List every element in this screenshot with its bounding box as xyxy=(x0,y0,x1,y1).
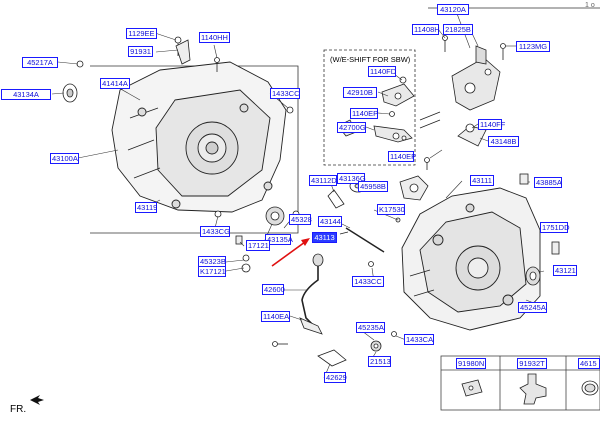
callout-1433CG[interactable]: 1433CG xyxy=(200,226,230,237)
callout-43135A[interactable]: 43135A xyxy=(265,234,293,245)
left-seals xyxy=(62,36,300,273)
callout-43119[interactable]: 43119 xyxy=(135,202,158,213)
callout-1433CC-upper[interactable]: 1433CC xyxy=(270,88,300,99)
callout-42910B[interactable]: 42910B xyxy=(343,87,377,98)
red-indicator-arrow xyxy=(271,238,310,267)
callout-1433CA[interactable]: 1433CA xyxy=(404,334,434,345)
callout-43113-highlighted[interactable]: 43113 xyxy=(312,232,337,243)
callout-91980N[interactable]: 91980N xyxy=(456,358,486,369)
callout-1129EE[interactable]: 1129EE xyxy=(126,28,157,39)
callout-11408H[interactable]: 11408H xyxy=(412,24,440,35)
inset-parts xyxy=(337,76,415,143)
callout-43885A[interactable]: 43885A xyxy=(534,177,562,188)
callout-42700G[interactable]: 42700G xyxy=(337,122,366,133)
inset-title: (W/E-SHIFT FOR SBW) xyxy=(330,55,411,64)
callout-43120A[interactable]: 43120A xyxy=(437,4,469,15)
callout-1140HH[interactable]: 1140HH xyxy=(199,32,230,43)
callout-21513[interactable]: 21513 xyxy=(368,356,391,367)
callout-43136G[interactable]: 43136G xyxy=(337,173,366,184)
callout-1751DD[interactable]: 1751DD xyxy=(540,222,570,233)
callout-45217A[interactable]: 45217A xyxy=(22,57,58,68)
callout-42600[interactable]: 42600 xyxy=(262,284,285,295)
callout-41414A[interactable]: 41414A xyxy=(100,78,130,89)
transmission-case-drawing xyxy=(401,187,541,331)
callout-91932T[interactable]: 91932T xyxy=(517,358,547,369)
callout-43134A[interactable]: 43134A xyxy=(1,89,51,100)
callout-43112D[interactable]: 43112D xyxy=(309,175,337,186)
callout-45328[interactable]: 45328 xyxy=(289,214,312,225)
callout-4615[interactable]: 4615 xyxy=(578,358,600,369)
middle-parts xyxy=(272,175,429,367)
legend-icons xyxy=(461,373,599,405)
right-parts xyxy=(419,35,560,286)
callout-43148B[interactable]: 43148B xyxy=(488,136,519,147)
callout-42629[interactable]: 42629 xyxy=(324,372,347,383)
callout-1140EP-lower[interactable]: 1140EP xyxy=(388,151,417,162)
page-number: 1 o xyxy=(585,2,595,9)
front-label: FR. xyxy=(10,404,27,415)
callout-K17121[interactable]: K17121 xyxy=(198,266,226,277)
callout-1140FD[interactable]: 1140FD xyxy=(368,66,397,77)
front-arrow-icon xyxy=(30,395,44,405)
callout-43121[interactable]: 43121 xyxy=(553,265,577,276)
callout-1140EA[interactable]: 1140EA xyxy=(261,311,290,322)
callout-91931[interactable]: 91931 xyxy=(128,46,153,57)
callout-17121[interactable]: 17121 xyxy=(246,240,270,251)
callout-1433CC-lower[interactable]: 1433CC xyxy=(352,276,384,287)
callout-45235A[interactable]: 45235A xyxy=(356,322,385,333)
callout-1140EP-upper[interactable]: 1140EP xyxy=(350,108,379,119)
callout-K17530[interactable]: K17530 xyxy=(377,204,405,215)
callout-1123MG[interactable]: 1123MG xyxy=(516,41,550,52)
callout-1140FF[interactable]: 1140FF xyxy=(478,119,506,130)
callout-21825B[interactable]: 21825B xyxy=(443,24,473,35)
callout-45958B[interactable]: 45958B xyxy=(358,181,388,192)
callout-43111[interactable]: 43111 xyxy=(470,175,494,186)
callout-45245A[interactable]: 45245A xyxy=(518,302,547,313)
converter-housing-drawing xyxy=(111,61,287,213)
callout-43144[interactable]: 43144 xyxy=(318,216,342,227)
callout-43100A[interactable]: 43100A xyxy=(50,153,79,164)
